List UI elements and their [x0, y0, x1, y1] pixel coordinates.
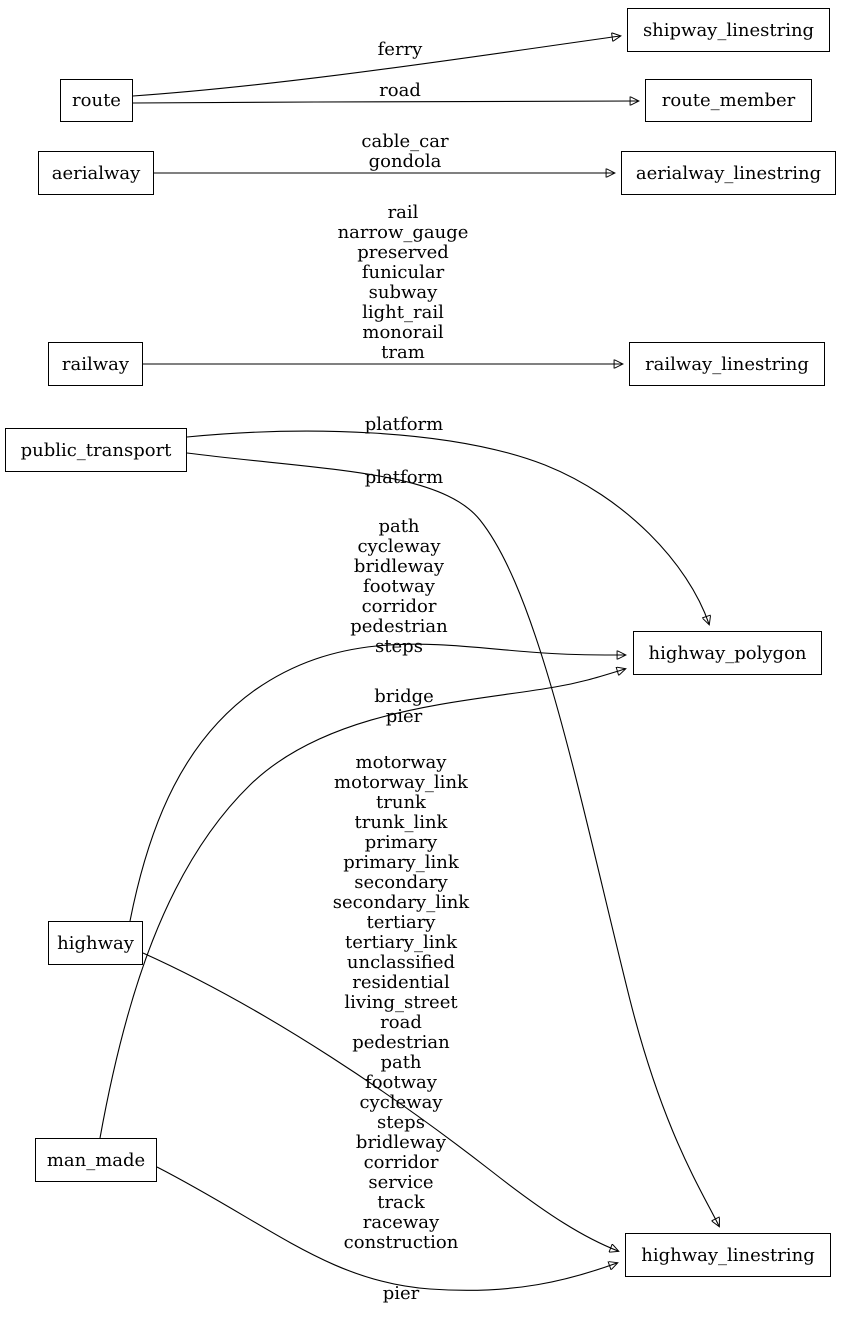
node-highway_linestring: highway_linestring: [625, 1233, 831, 1277]
edge-label-platform-linestring: platform: [364, 467, 444, 488]
edge-man_made-highway_linestring: [156, 1166, 617, 1291]
node-railway_linestring: railway_linestring: [629, 342, 825, 386]
node-highway: highway: [48, 921, 143, 965]
edge-label-ferry: ferry: [377, 39, 423, 60]
edge-label-platform-polygon: platform: [364, 414, 444, 435]
node-man_made: man_made: [35, 1138, 157, 1182]
edge-label-road: road: [379, 80, 421, 101]
edge-label-bridge-pier: bridge pier: [374, 686, 434, 727]
node-railway: railway: [48, 342, 143, 386]
node-highway_polygon: highway_polygon: [633, 631, 822, 675]
node-route_member: route_member: [645, 79, 812, 122]
edge-route-route_member: [132, 101, 638, 103]
edge-label-rail-list: rail narrow_gauge preserved funicular su…: [337, 202, 469, 363]
edge-label-cable_car-gondola: cable_car gondola: [361, 131, 449, 172]
node-public_transport: public_transport: [5, 428, 187, 472]
edge-label-pier: pier: [382, 1283, 420, 1304]
node-aerialway_linestring: aerialway_linestring: [621, 151, 836, 195]
node-shipway_linestring: shipway_linestring: [627, 8, 830, 52]
edge-man_made-highway_polygon: [99, 669, 625, 1139]
edge-highway-highway_polygon: [129, 643, 625, 922]
edge-highway-highway_linestring: [142, 952, 618, 1251]
edge-label-path-list: path cycleway bridleway footway corridor…: [350, 516, 448, 657]
edge-public_transport-highway_polygon: [186, 430, 709, 624]
edge-public_transport-highway_linestring: [186, 452, 719, 1226]
edge-label-highway-list: motorway motorway_link trunk trunk_link …: [332, 752, 470, 1253]
node-route: route: [60, 79, 133, 122]
edge-route-shipway_linestring: [132, 36, 620, 97]
node-aerialway: aerialway: [38, 151, 154, 195]
